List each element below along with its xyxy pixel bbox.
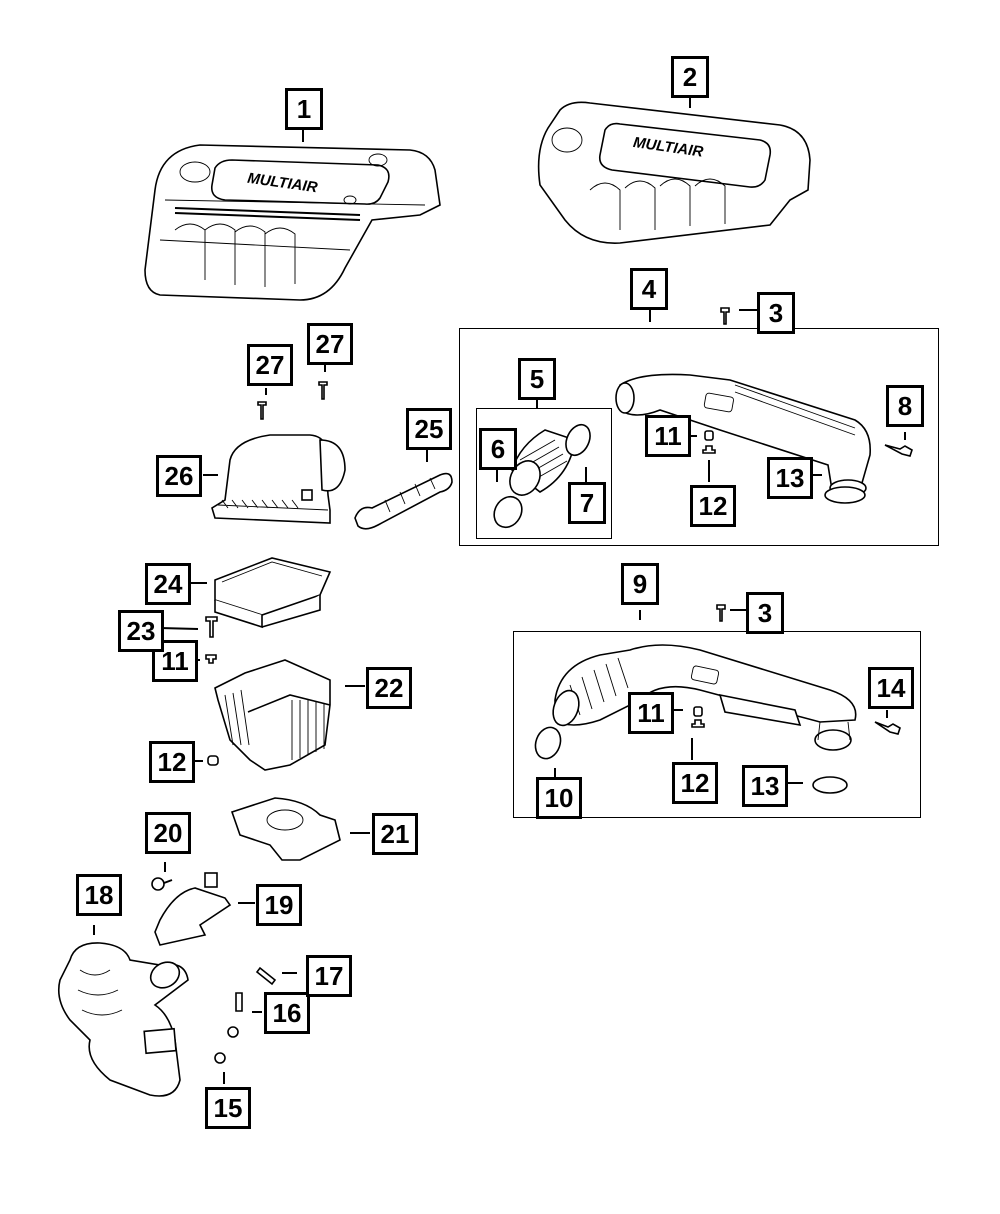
callout-26[interactable]: 26 bbox=[156, 455, 202, 497]
callout-8[interactable]: 8 bbox=[886, 385, 924, 427]
kit-5-group-box bbox=[476, 408, 612, 539]
callout-4[interactable]: 4 bbox=[630, 268, 668, 310]
callout-17[interactable]: 17 bbox=[306, 955, 352, 997]
engine-cover-1-drawing: MULTIAIR bbox=[144, 130, 441, 301]
callout-12-second[interactable]: 12 bbox=[672, 762, 718, 804]
callout-6[interactable]: 6 bbox=[479, 428, 517, 470]
callout-20[interactable]: 20 bbox=[145, 812, 191, 854]
callout-11[interactable]: 11 bbox=[645, 415, 691, 457]
bracket-21-drawing bbox=[230, 797, 370, 861]
callout-27[interactable]: 27 bbox=[247, 344, 293, 386]
callout-3-second[interactable]: 3 bbox=[746, 592, 784, 634]
callout-3[interactable]: 3 bbox=[757, 292, 795, 334]
callout-5[interactable]: 5 bbox=[518, 358, 556, 400]
duct-assembly-9-drawing bbox=[534, 604, 901, 794]
callout-19[interactable]: 19 bbox=[256, 884, 302, 926]
assembly-9-group-box bbox=[513, 631, 921, 818]
callout-15[interactable]: 15 bbox=[205, 1087, 251, 1129]
callout-18[interactable]: 18 bbox=[76, 874, 122, 916]
callout-14[interactable]: 14 bbox=[868, 667, 914, 709]
callout-25[interactable]: 25 bbox=[406, 408, 452, 450]
callout-24[interactable]: 24 bbox=[145, 563, 191, 605]
callout-27-second[interactable]: 27 bbox=[307, 323, 353, 365]
callout-7[interactable]: 7 bbox=[568, 482, 606, 524]
callout-12-third[interactable]: 12 bbox=[149, 741, 195, 783]
duct-assembly-4-drawing bbox=[493, 307, 913, 529]
engine-cover-2-drawing: MULTIAIR bbox=[537, 96, 811, 244]
callout-2[interactable]: 2 bbox=[671, 56, 709, 98]
callout-21[interactable]: 21 bbox=[372, 813, 418, 855]
callout-13[interactable]: 13 bbox=[767, 457, 813, 499]
callout-9[interactable]: 9 bbox=[621, 563, 659, 605]
callout-13-second[interactable]: 13 bbox=[742, 765, 788, 807]
callout-1[interactable]: 1 bbox=[285, 88, 323, 130]
callout-10[interactable]: 10 bbox=[536, 777, 582, 819]
callout-12[interactable]: 12 bbox=[690, 485, 736, 527]
air-cleaner-cover-drawing bbox=[203, 363, 453, 530]
callout-16[interactable]: 16 bbox=[264, 992, 310, 1034]
assembly-4-group-box bbox=[459, 328, 939, 546]
callout-11-second[interactable]: 11 bbox=[628, 692, 674, 734]
lower-intake-drawing bbox=[57, 862, 297, 1097]
callout-23[interactable]: 23 bbox=[118, 610, 164, 652]
callout-22[interactable]: 22 bbox=[366, 667, 412, 709]
